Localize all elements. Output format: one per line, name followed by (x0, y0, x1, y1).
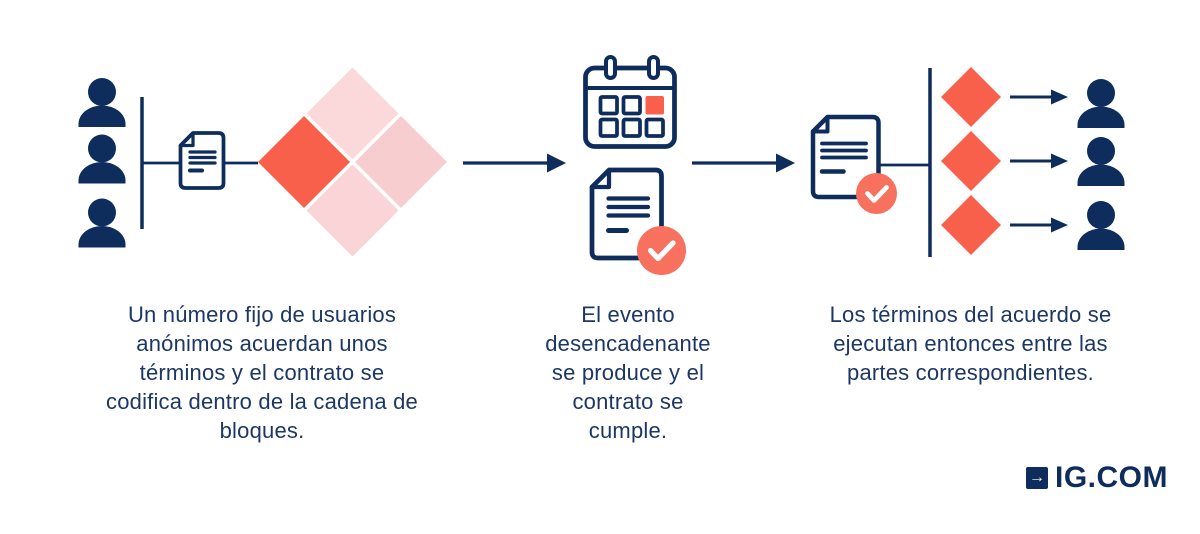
document-text-lines (606, 196, 651, 233)
contract-document-icon (178, 131, 226, 190)
document-text-lines (819, 141, 868, 174)
binder-ring (604, 55, 617, 80)
diamond-icon (941, 131, 1001, 191)
flow-arrow-icon (1010, 217, 1068, 233)
binder-ring (647, 55, 660, 80)
flow-arrow-icon (463, 153, 566, 173)
user-icon (1077, 79, 1125, 128)
folded-corner (589, 167, 612, 190)
document-check-icon (589, 167, 686, 275)
step2-caption: El evento desencadenante se produce y el… (545, 302, 711, 443)
arrow-glyph: → (1029, 469, 1045, 486)
logo-text: IG.COM (1055, 461, 1168, 494)
folded-corner (811, 115, 830, 134)
user-icon (78, 78, 126, 127)
flow-arrow-icon (692, 153, 795, 173)
user-icon (1077, 137, 1125, 186)
folded-corner (178, 131, 195, 148)
ig-logo: → IG.COM (1026, 463, 1168, 493)
distribution-diamonds-icon (941, 67, 1001, 255)
step2-group (583, 55, 686, 275)
flow-arrow-icon (1010, 153, 1068, 169)
diamond-icon (941, 195, 1001, 255)
recipient-arrows (1010, 89, 1068, 233)
user-icon (78, 134, 126, 184)
flow-arrow-icon (1010, 89, 1068, 105)
check-badge-icon (856, 173, 897, 214)
diamond-icon (941, 67, 1001, 127)
calendar-event-date (645, 96, 664, 115)
step1-group (78, 67, 447, 257)
blockchain-diamond-cluster-icon (258, 67, 447, 257)
recipient-users-group (1077, 79, 1125, 250)
step3-caption: Los términos del acuerdo se ejecutan ent… (829, 302, 1112, 385)
calendar-days (598, 95, 665, 138)
diamond-tile (306, 164, 399, 257)
diamond-tile-active (258, 116, 350, 208)
diamond-tile (355, 116, 447, 208)
logo-arrow-icon: → (1026, 467, 1048, 489)
check-badge-icon (637, 226, 686, 275)
diamond-tile (306, 67, 399, 160)
step3-group (810, 67, 1125, 257)
document-check-icon (810, 114, 897, 214)
anonymous-users-group (78, 78, 126, 248)
document-text-lines (188, 150, 217, 173)
user-icon (78, 198, 126, 248)
calendar-event-icon (583, 55, 677, 149)
user-icon (1077, 201, 1125, 250)
step1-caption: Un número fijo de usuarios anónimos acue… (106, 302, 418, 443)
